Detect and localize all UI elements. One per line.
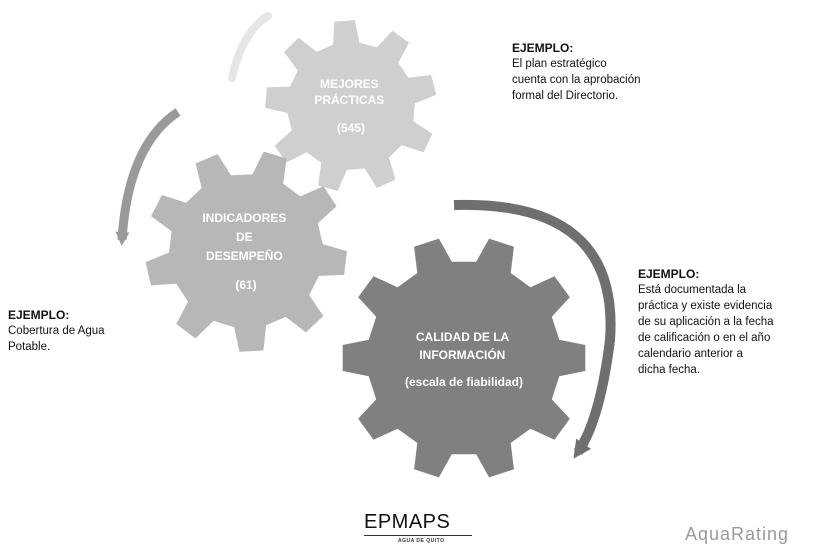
example-note-indicadores: EJEMPLO: Cobertura de Agua Potable. <box>8 307 105 355</box>
example-line: de calificación o en el año <box>638 332 771 344</box>
arrow-to-mejores <box>228 12 272 82</box>
example-note-mejores: EJEMPLO: El plan estratégico cuenta con … <box>512 40 641 104</box>
example-line: dicha fecha. <box>638 364 701 376</box>
gear-mejores-practicas <box>265 20 437 191</box>
gear-indicadores-desempeno <box>145 151 347 352</box>
example-line: calendario anterior a <box>638 348 743 360</box>
example-line: Cobertura de Agua <box>8 325 105 337</box>
example-line: cuenta con la aprobación <box>512 74 641 86</box>
example-heading: EJEMPLO: <box>8 308 70 322</box>
epmaps-logo-rule <box>364 535 472 536</box>
gear-calidad-informacion <box>342 238 586 478</box>
example-line: formal del Directorio. <box>512 90 619 102</box>
example-line: práctica y existe evidencia <box>638 300 773 312</box>
arrow-to-indicadores <box>115 108 181 246</box>
example-line: Potable. <box>8 341 51 353</box>
example-heading: EJEMPLO: <box>512 41 574 55</box>
arrow-to-calidad <box>453 199 616 459</box>
epmaps-logo-subtitle: AGUA DE QUITO <box>398 538 445 544</box>
epmaps-logo: EPMAPS <box>364 511 451 533</box>
example-line: de su aplicación a la fecha <box>638 316 774 328</box>
gear-mejores-label: MEJORES PRÁCTICAS (545) <box>314 77 387 135</box>
example-line: Está documentada la <box>638 284 747 296</box>
gear-calidad-label: CALIDAD DE LA INFORMACIÓN (escala de fia… <box>405 330 523 389</box>
example-note-calidad: EJEMPLO: Está documentada la práctica y … <box>638 266 774 378</box>
example-line: El plan estratégico <box>512 58 607 70</box>
aquarating-logo: AquaRating <box>685 524 790 544</box>
example-heading: EJEMPLO: <box>638 267 700 281</box>
gear-indicadores-label: INDICADORES DE DESEMPEÑO (61) <box>202 211 289 292</box>
